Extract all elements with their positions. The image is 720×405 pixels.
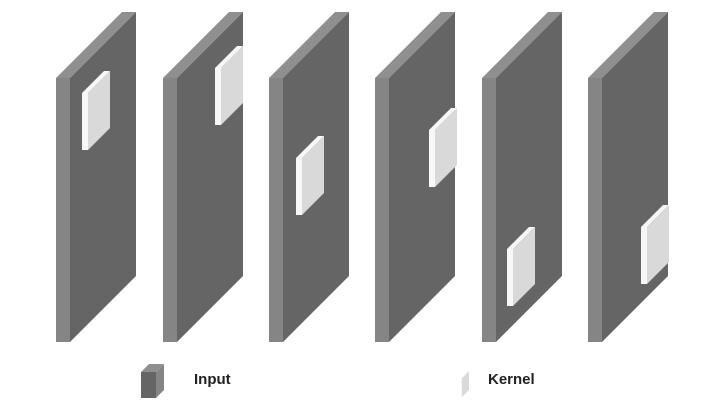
panel-top-face bbox=[56, 12, 136, 78]
panel-side-face bbox=[588, 78, 602, 342]
input-panel bbox=[56, 12, 136, 342]
panel-side-face bbox=[163, 78, 177, 342]
panel-side-face bbox=[375, 78, 389, 342]
kernel-patch bbox=[296, 136, 324, 215]
kernel-top-face bbox=[429, 108, 457, 130]
kernel-side-face bbox=[296, 158, 302, 215]
input-panel bbox=[163, 12, 243, 342]
kernel-side-face bbox=[641, 227, 647, 284]
panel-side-face bbox=[482, 78, 496, 342]
legend-input-front bbox=[141, 372, 156, 398]
kernel-top-face bbox=[82, 71, 110, 93]
kernel-top-face bbox=[507, 227, 535, 249]
kernel-patch bbox=[507, 227, 535, 306]
kernel-front-face bbox=[88, 71, 110, 150]
legend-kernel-icon bbox=[461, 371, 469, 397]
input-panel bbox=[588, 12, 669, 342]
legend-kernel-edge bbox=[461, 378, 462, 397]
legend-input-label: Input bbox=[194, 371, 231, 388]
panel-top-face bbox=[163, 12, 243, 78]
legend-kernel-label: Kernel bbox=[488, 371, 535, 388]
panel-top-face bbox=[482, 12, 562, 78]
legend-input-top bbox=[141, 364, 164, 372]
kernel-top-face bbox=[215, 46, 243, 68]
kernel-front-face bbox=[647, 205, 669, 284]
legend-kernel-face bbox=[462, 371, 469, 397]
kernel-top-face bbox=[641, 205, 669, 227]
kernel-top-face bbox=[296, 136, 324, 158]
kernel-side-face bbox=[215, 68, 221, 125]
panel-top-face bbox=[375, 12, 455, 78]
kernel-side-face bbox=[507, 249, 513, 306]
kernel-patch bbox=[429, 108, 457, 187]
panel-side-face bbox=[56, 78, 70, 342]
kernel-side-face bbox=[429, 130, 435, 187]
kernel-front-face bbox=[513, 227, 535, 306]
kernel-patch bbox=[215, 46, 243, 125]
panel-side-face bbox=[269, 78, 283, 342]
kernel-patch bbox=[82, 71, 110, 150]
kernel-patch bbox=[641, 205, 669, 284]
legend-input-side bbox=[156, 364, 164, 398]
panel-front-face bbox=[389, 12, 455, 342]
input-panel bbox=[269, 12, 349, 342]
input-panel bbox=[375, 12, 457, 342]
panel-top-face bbox=[269, 12, 349, 78]
kernel-front-face bbox=[435, 108, 457, 187]
kernel-side-face bbox=[82, 93, 88, 150]
input-panel bbox=[482, 12, 562, 342]
kernel-front-face bbox=[221, 46, 243, 125]
kernel-front-face bbox=[302, 136, 324, 215]
panel-top-face bbox=[588, 12, 668, 78]
legend-input-icon bbox=[141, 364, 164, 398]
